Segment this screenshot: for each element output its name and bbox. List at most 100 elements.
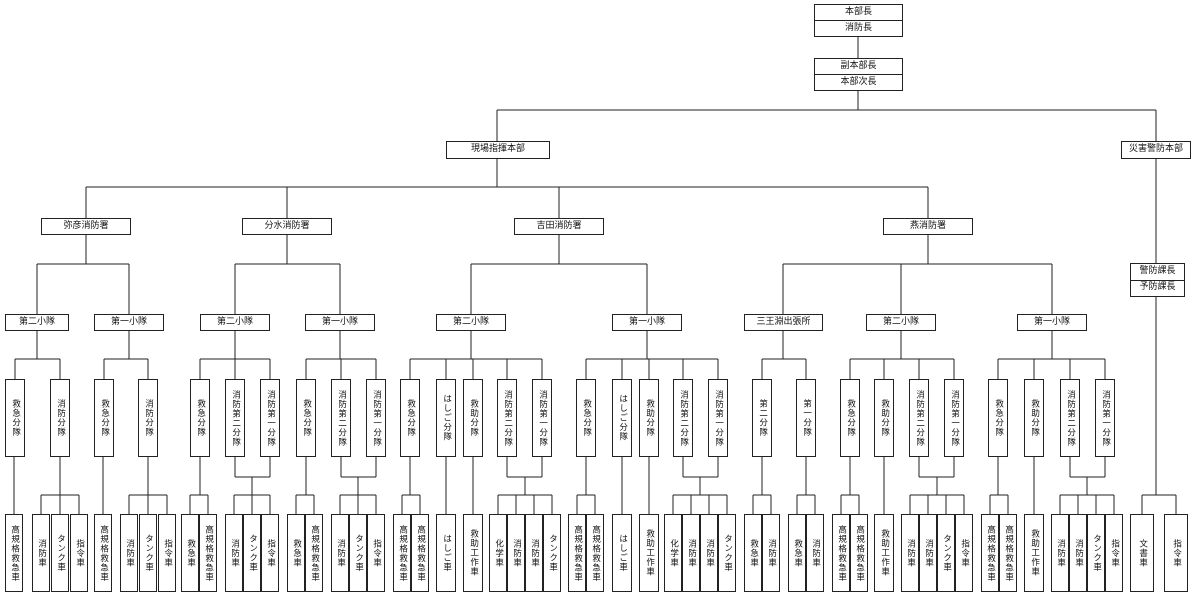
deputy-title: 副本部長: [840, 60, 877, 71]
vehicle-box: 高規格救急車: [850, 514, 868, 592]
squad-box: 救急分隊: [400, 379, 420, 457]
vehicle-box: タンク車: [243, 514, 261, 592]
unit-box: 第二小隊: [200, 314, 270, 331]
unit-box: 第二小隊: [866, 314, 936, 331]
vehicle-box: 高規格救急車: [305, 514, 323, 592]
vehicle-box: 高規格救急車: [586, 514, 604, 592]
squad-box: 救助分隊: [463, 379, 483, 457]
vehicle-box: 指令車: [158, 514, 176, 592]
squad-box: 救急分隊: [988, 379, 1008, 457]
squad-box: 消防第二分隊: [331, 379, 351, 457]
vehicle-box: 高規格救急車: [199, 514, 217, 592]
vehicle-box: 文書車: [1130, 514, 1154, 592]
vehicle-box: 指令車: [70, 514, 88, 592]
vehicle-box: 消防車: [225, 514, 243, 592]
station-box: 吉田消防署: [514, 218, 604, 235]
vehicle-box: 消防車: [1051, 514, 1069, 592]
vehicle-box: 消防車: [806, 514, 824, 592]
vehicle-box: 消防車: [120, 514, 138, 592]
vehicle-box: 消防車: [331, 514, 349, 592]
squad-box: 消防第一分隊: [708, 379, 728, 457]
vehicle-box: 救急車: [744, 514, 762, 592]
vehicle-box: 消防車: [507, 514, 525, 592]
vehicle-box: タンク車: [718, 514, 736, 592]
vehicle-box: タンク車: [51, 514, 69, 592]
squad-box: 消防第一分隊: [944, 379, 964, 457]
vehicle-box: はしご車: [436, 514, 456, 592]
top-subtitle: 消防長: [815, 20, 902, 36]
vehicle-box: 高規格救急車: [94, 514, 112, 592]
squad-box: 救急分隊: [576, 379, 596, 457]
unit-box: 第一小隊: [305, 314, 375, 331]
unit-box: 第一小隊: [612, 314, 682, 331]
command-hq-box: 現場指揮本部: [446, 141, 550, 159]
vehicle-box: 救助工作車: [1024, 514, 1044, 592]
vehicle-box: 消防車: [762, 514, 780, 592]
squad-box: 消防第二分隊: [1060, 379, 1080, 457]
vehicle-box: 救助工作車: [874, 514, 894, 592]
squad-box: 消防第二分隊: [673, 379, 693, 457]
vehicle-box: 指令車: [1164, 514, 1188, 592]
vehicle-box: 指令車: [1105, 514, 1123, 592]
vehicle-box: 高規格救急車: [832, 514, 850, 592]
vehicle-box: 指令車: [955, 514, 973, 592]
squad-box: はしご分隊: [436, 379, 456, 457]
top-title: 本部長: [844, 6, 872, 17]
vehicle-box: 消防車: [682, 514, 700, 592]
vehicle-box: タンク車: [1087, 514, 1105, 592]
squad-box: 消防第二分隊: [497, 379, 517, 457]
vehicle-box: はしご車: [612, 514, 632, 592]
vehicle-box: 救急車: [181, 514, 199, 592]
vehicle-box: 消防車: [32, 514, 50, 592]
squad-box: 消防第二分隊: [909, 379, 929, 457]
squad-box: 消防第一分隊: [532, 379, 552, 457]
vehicle-box: 消防車: [700, 514, 718, 592]
vehicle-box: タンク車: [139, 514, 157, 592]
squad-box: 消防第一分隊: [366, 379, 386, 457]
vehicle-box: 消防車: [901, 514, 919, 592]
squad-box: はしご分隊: [612, 379, 632, 457]
vehicle-box: 救急車: [287, 514, 305, 592]
squad-box: 消防第一分隊: [260, 379, 280, 457]
squad-box: 消防分隊: [50, 379, 70, 457]
squad-box: 消防第二分隊: [225, 379, 245, 457]
station-box: 弥彦消防署: [41, 218, 131, 235]
squad-box: 救助分隊: [1024, 379, 1044, 457]
vehicle-box: 消防車: [525, 514, 543, 592]
prevention-sub-box: 警防課長 予防課長: [1130, 263, 1185, 297]
top-box: 本部長 消防長: [814, 4, 903, 37]
squad-box: 救助分隊: [874, 379, 894, 457]
unit-box: 第二小隊: [436, 314, 506, 331]
vehicle-box: 消防車: [919, 514, 937, 592]
vehicle-box: タンク車: [543, 514, 561, 592]
vehicle-box: 高規格救急車: [411, 514, 429, 592]
vehicle-box: 高規格救急車: [568, 514, 586, 592]
squad-box: 救急分隊: [5, 379, 25, 457]
vehicle-box: 指令車: [367, 514, 385, 592]
station-box: 分水消防署: [242, 218, 332, 235]
vehicle-box: 高規格救急車: [5, 514, 23, 592]
squad-box: 第二分隊: [752, 379, 772, 457]
deputy-subtitle: 本部次長: [815, 74, 902, 90]
prevention-sub-2: 予防課長: [1131, 279, 1184, 297]
unit-box: 第一小隊: [94, 314, 164, 331]
vehicle-box: 化学車: [664, 514, 682, 592]
squad-box: 第一分隊: [796, 379, 816, 457]
vehicle-box: 救助工作車: [639, 514, 659, 592]
squad-box: 救急分隊: [94, 379, 114, 457]
vehicle-box: タンク車: [349, 514, 367, 592]
prevention-sub-1: 警防課長: [1139, 265, 1176, 276]
station-box: 燕消防署: [883, 218, 973, 235]
vehicle-box: 消防車: [1069, 514, 1087, 592]
squad-box: 救急分隊: [840, 379, 860, 457]
vehicle-box: 高規格救急車: [981, 514, 999, 592]
vehicle-box: 高規格救急車: [393, 514, 411, 592]
unit-box: 第一小隊: [1017, 314, 1087, 331]
squad-box: 救急分隊: [190, 379, 210, 457]
prevention-hq-box: 災害警防本部: [1121, 141, 1191, 159]
vehicle-box: 高規格救急車: [999, 514, 1017, 592]
squad-box: 救急分隊: [296, 379, 316, 457]
squad-box: 消防分隊: [138, 379, 158, 457]
